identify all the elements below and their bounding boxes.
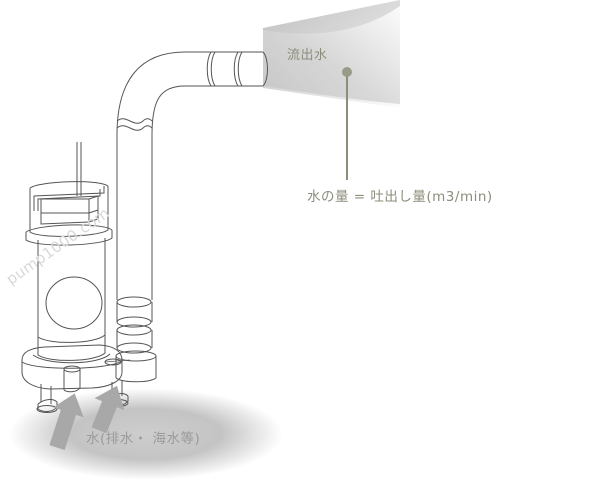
pump-assembly: [21, 142, 131, 413]
power-cable: [76, 142, 82, 196]
leader-dot: [342, 67, 352, 77]
lifting-handle: [33, 186, 105, 225]
discharge-rate-label: 水の量 = 吐出し量(m3/min): [307, 189, 493, 205]
intake-arrow-left: [49, 393, 84, 451]
leader-line: [342, 67, 352, 180]
discharge-pipe: [115, 51, 268, 383]
intake-arrow-right: [91, 385, 125, 434]
outflow-label: 流出水: [287, 48, 328, 63]
inflow-label: 水(排水・ 海水等): [86, 431, 201, 447]
pump-leg-center: [63, 365, 81, 393]
water-spray-cone: [263, 0, 400, 108]
intake-arrows: [49, 385, 125, 451]
oval-nameplate: [45, 276, 103, 330]
